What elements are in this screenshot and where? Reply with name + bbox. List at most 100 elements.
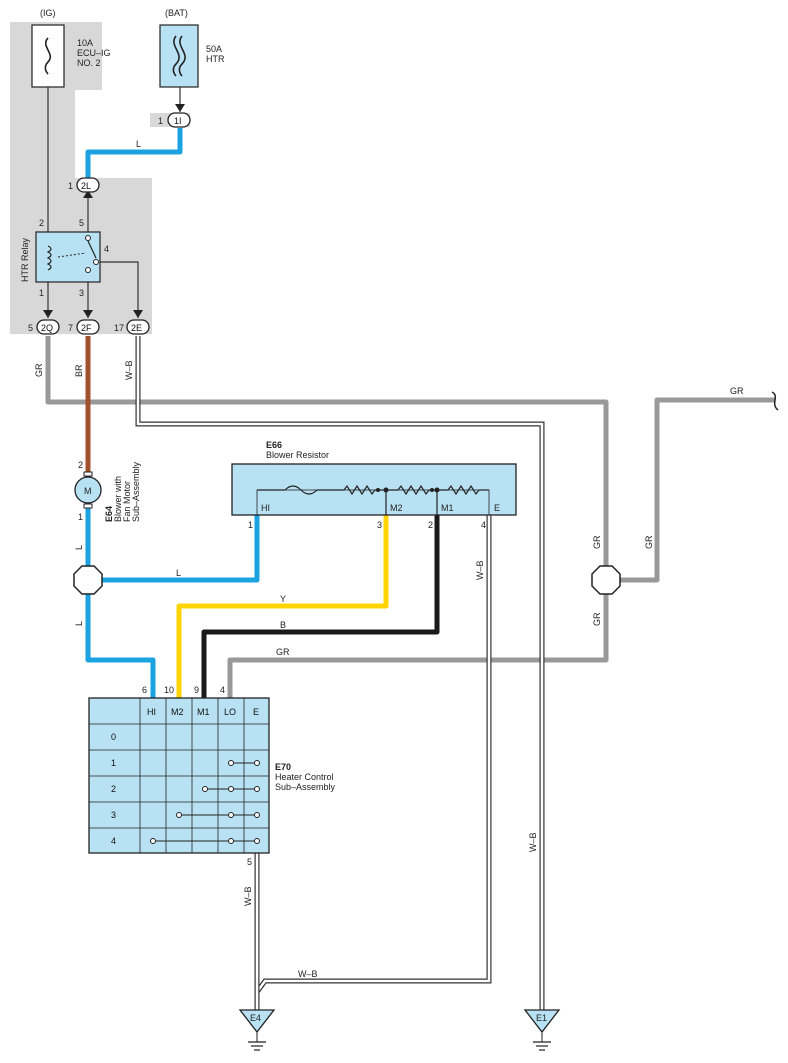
connector-2e-id: 2E <box>131 323 142 333</box>
wire-y <box>176 515 389 698</box>
resistor-pin-m1: 2 <box>428 520 433 530</box>
motor-pin-top: 2 <box>78 460 83 470</box>
control-pin-e: 5 <box>247 857 252 867</box>
splice-right <box>591 565 621 595</box>
control-col-lo: LO <box>224 707 236 717</box>
motor-name-1: Blower with <box>113 476 123 522</box>
fuse-ig-amps: 10A <box>77 38 93 48</box>
bat-label: (BAT) <box>165 8 188 18</box>
control-col-e: E <box>253 707 259 717</box>
thick-wires <box>45 128 775 698</box>
wire-label-wb-bottom: W–B <box>243 886 253 906</box>
ground-e1-label: E1 <box>536 1013 547 1023</box>
relay-pin-1: 1 <box>39 288 44 298</box>
wire-label-y: Y <box>280 594 286 604</box>
splice-left <box>73 565 103 595</box>
blower-resistor <box>231 463 517 516</box>
control-pin-hi: 6 <box>142 685 147 695</box>
fuse-ig-icon <box>31 24 65 88</box>
control-pos-3: 3 <box>111 810 116 820</box>
control-pin-lo: 4 <box>220 685 225 695</box>
connector-2e-pin: 17 <box>114 323 124 333</box>
connector-1i-id: 1I <box>174 116 182 126</box>
resistor-terminal-e: E <box>494 503 500 513</box>
wire-label-wb-res: W–B <box>475 560 485 580</box>
resistor-name: Blower Resistor <box>266 450 329 460</box>
connector-2l <box>76 177 100 193</box>
wire-label-gr-switch: GR <box>276 647 290 657</box>
wire-break-icon <box>771 391 779 411</box>
wire-l-switch <box>85 592 156 698</box>
connector-2l-pin: 1 <box>68 181 73 191</box>
fuse-htr-amps: 50A <box>206 44 222 54</box>
ground-e4-label: E4 <box>250 1013 261 1023</box>
control-col-m2: M2 <box>171 707 184 717</box>
motor-code: E64 <box>104 506 114 522</box>
wire-label-gr-left: GR <box>34 363 44 377</box>
wire-label-b: B <box>280 620 286 630</box>
control-code: E70 <box>275 762 291 772</box>
wire-b <box>201 515 440 698</box>
blower-motor-icon <box>74 471 102 509</box>
arrow-heads <box>43 104 185 318</box>
wire-label-l-motor: L <box>74 545 84 550</box>
connector-2e <box>126 319 150 335</box>
control-pos-4: 4 <box>111 836 116 846</box>
control-pos-1: 1 <box>111 758 116 768</box>
relay-pin-5: 5 <box>79 218 84 228</box>
connector-2q-pin: 5 <box>28 323 33 333</box>
resistor-terminal-m2: M2 <box>390 503 403 513</box>
control-col-hi: HI <box>147 707 156 717</box>
connector-2f-id: 2F <box>81 323 92 333</box>
resistor-terminal-hi: HI <box>261 503 270 513</box>
control-pin-m1: 9 <box>194 685 199 695</box>
wire-label-wb-top: W–B <box>124 360 134 380</box>
connector-1i-pin: 1 <box>158 116 163 126</box>
connector-2q-id: 2Q <box>41 323 53 333</box>
control-pos-2: 2 <box>111 784 116 794</box>
motor-name-3: Sub–Assembly <box>131 461 141 522</box>
wire-label-gr-mid3: GR <box>592 612 602 626</box>
wire-gr-right <box>620 397 775 583</box>
connector-2l-id: 2L <box>81 181 91 191</box>
connector-1i <box>167 112 191 128</box>
relay-name: HTR Relay <box>20 237 30 282</box>
resistor-terminal-m1: M1 <box>441 503 454 513</box>
wire-l-bat <box>85 128 183 178</box>
resistor-pin-hi: 1 <box>248 520 253 530</box>
wire-label-wb-horizontal: W–B <box>298 969 318 979</box>
relay-pin-4: 4 <box>104 244 109 254</box>
ig-label: (IG) <box>40 8 56 18</box>
resistor-pin-m2: 3 <box>377 520 382 530</box>
ground-e1-icon <box>523 1009 561 1051</box>
connector-2f <box>76 319 100 335</box>
wire-label-l-hi: L <box>176 568 181 578</box>
connector-2f-pin: 7 <box>68 323 73 333</box>
wire-gr-main <box>45 336 609 573</box>
wire-label-gr-mid1: GR <box>592 535 602 549</box>
htr-relay <box>35 231 101 283</box>
control-pos-0: 0 <box>111 732 116 742</box>
motor-name-2: Fan Motor <box>122 481 132 522</box>
motor-symbol: M <box>84 486 92 496</box>
wire-l-hi <box>102 515 260 583</box>
resistor-pin-e: 4 <box>481 520 486 530</box>
fuse-ig-number: NO. 2 <box>77 58 101 68</box>
fuse-htr-icon <box>159 24 199 88</box>
wire-label-wb-right: W–B <box>528 832 538 852</box>
wire-label-l-top: L <box>136 139 141 149</box>
fuse-ig-name: ECU–IG <box>77 48 111 58</box>
control-col-m1: M1 <box>197 707 210 717</box>
control-name-1: Heater Control <box>275 772 334 782</box>
relay-pin-2: 2 <box>39 218 44 228</box>
connector-2q <box>36 319 60 335</box>
wire-label-gr-mid2: GR <box>644 535 654 549</box>
wire-label-l-switch: L <box>74 621 84 626</box>
wire-gr-switch <box>227 593 609 698</box>
control-name-2: Sub–Assembly <box>275 782 336 792</box>
wire-label-gr-topright: GR <box>730 386 744 396</box>
control-pin-m2: 10 <box>164 685 174 695</box>
relay-pin-3: 3 <box>79 288 84 298</box>
wire-label-br: BR <box>74 364 84 377</box>
